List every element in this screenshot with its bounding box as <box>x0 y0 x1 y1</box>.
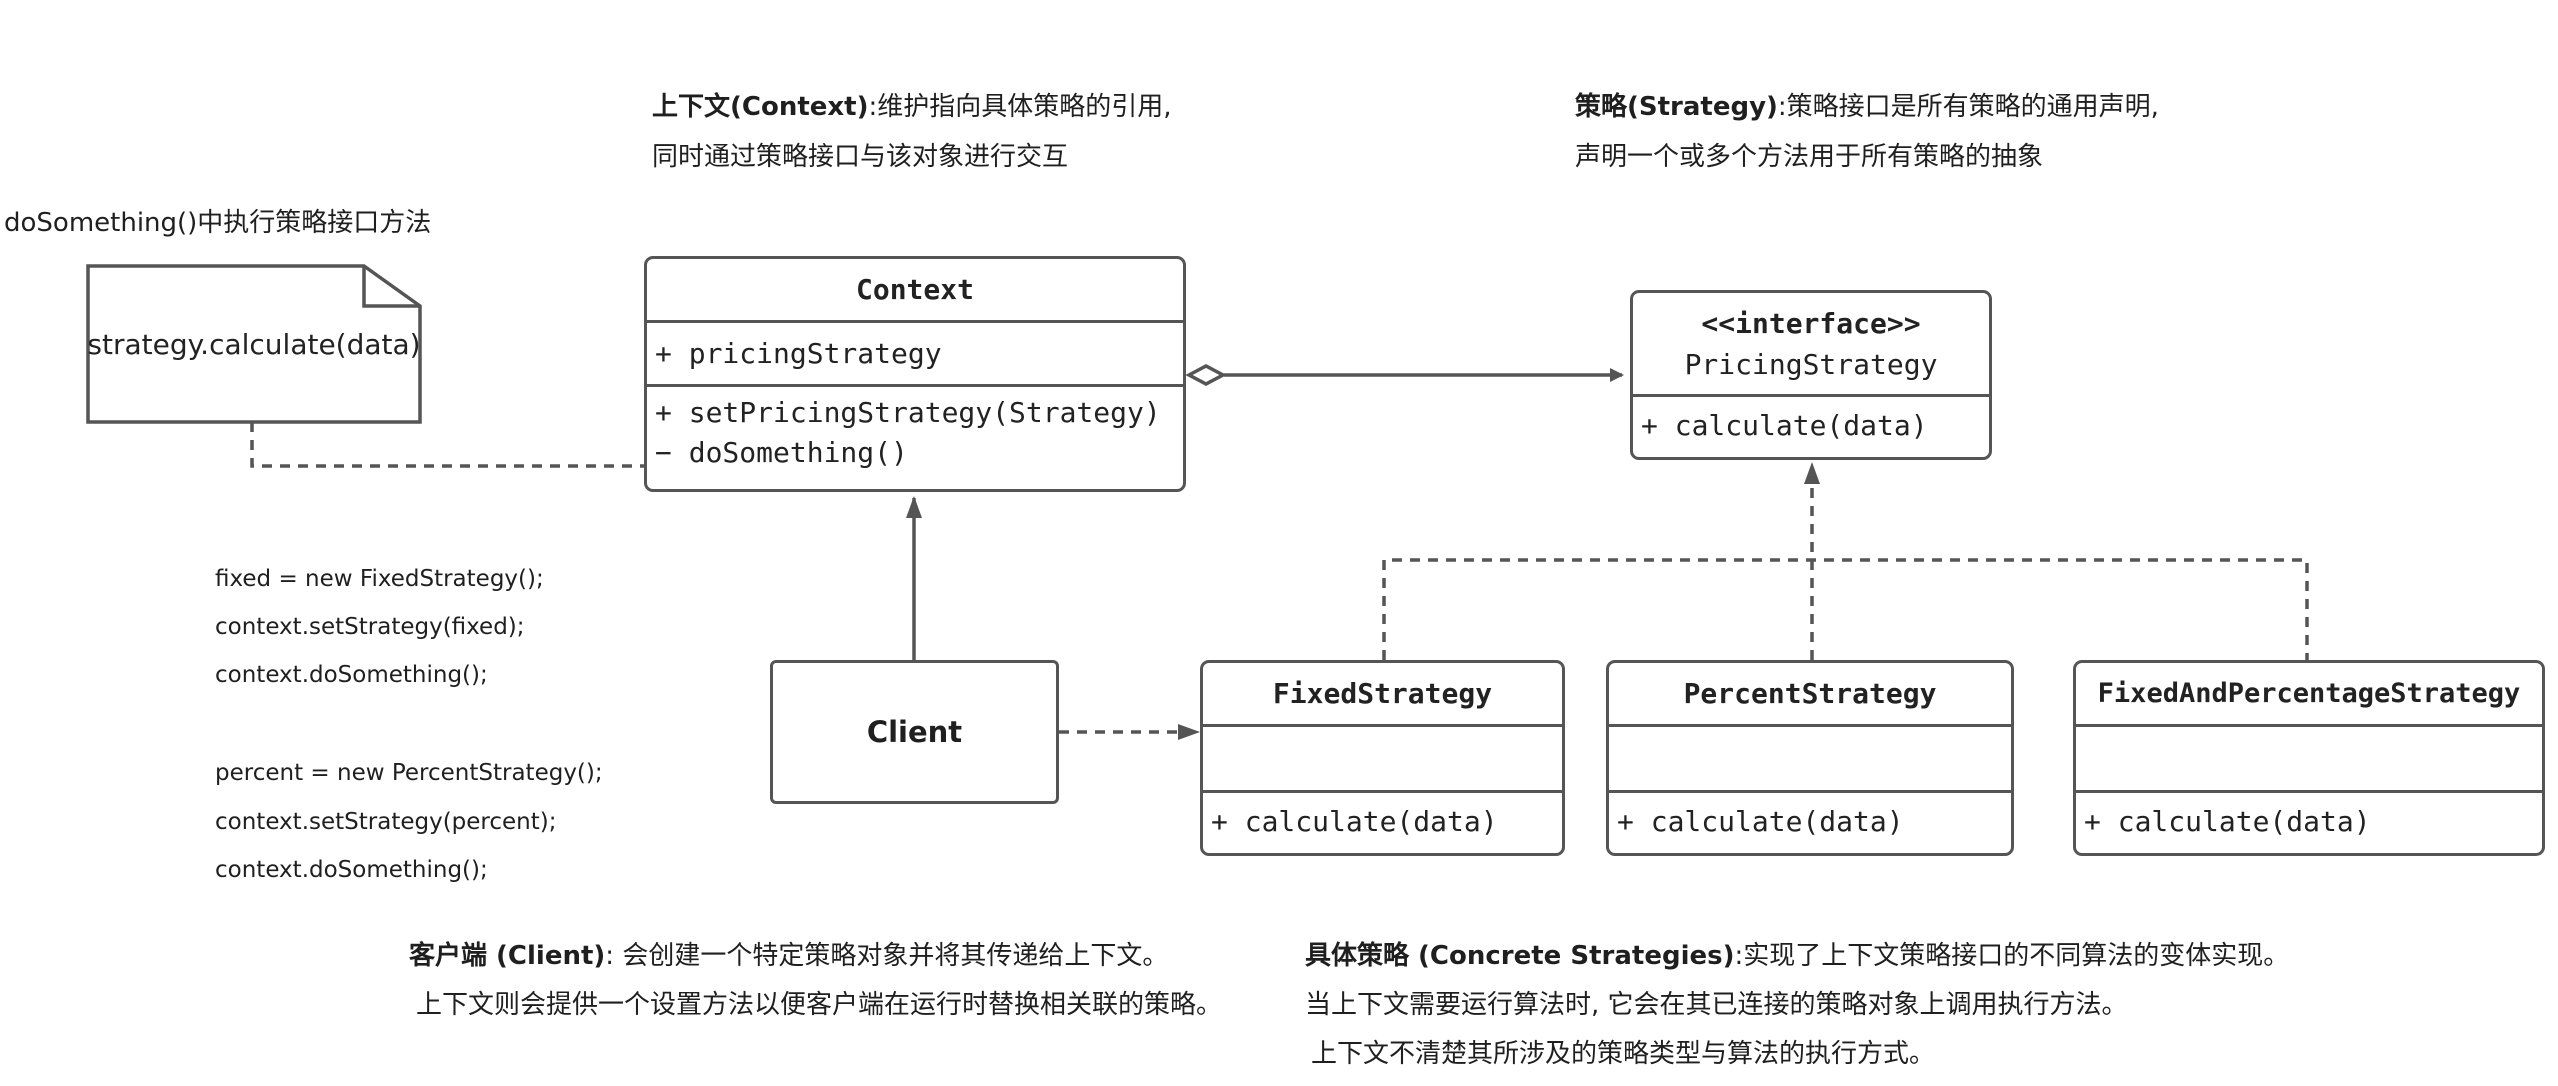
fixed-strategy-methods: + calculate(data) <box>1203 793 1562 851</box>
percent-strategy-method: + calculate(data) <box>1617 805 1904 838</box>
code-line: context.doSomething(); <box>215 662 488 688</box>
concrete-annotation-title: 具体策略 (Concrete Strategies) <box>1305 941 1735 971</box>
context-annotation: 上下文(Context):维护指向具体策略的引用, <box>652 94 1172 120</box>
fixed-strategy-attributes <box>1203 727 1562 793</box>
realization-arrowhead <box>1804 462 1820 484</box>
context-method: + setPricingStrategy(Strategy) <box>655 396 1161 429</box>
context-attributes: + pricingStrategy <box>647 323 1183 387</box>
realization-tree <box>1382 484 2309 660</box>
fixed-and-percentage-strategy-method: + calculate(data) <box>2084 805 2371 838</box>
concrete-annotation-line2: 当上下文需要运行算法时, 它会在其已连接的策略对象上调用执行方法。 <box>1305 990 2128 1020</box>
context-annotation-title: 上下文(Context) <box>652 92 869 122</box>
code-line: context.setStrategy(percent); <box>215 809 557 835</box>
client-annotation: 客户端 (Client): 会创建一个特定策略对象并将其传递给上下文。 <box>409 943 1168 969</box>
fixed-strategy-method: + calculate(data) <box>1211 805 1498 838</box>
pricing-strategy-method: + calculate(data) <box>1641 409 1928 442</box>
pricing-strategy-interface[interactable]: <<interface>> PricingStrategy + calculat… <box>1630 290 1992 460</box>
code-line: context.doSomething(); <box>215 857 488 883</box>
context-class[interactable]: Context + pricingStrategy + setPricingSt… <box>644 256 1186 492</box>
client-class[interactable]: Client <box>770 660 1059 804</box>
aggregation-diamond <box>1185 364 1227 386</box>
concrete-annotation-line3: 上下文不清楚其所涉及的策略类型与算法的执行方式。 <box>1311 1039 1936 1069</box>
sticky-note: strategy.calculate(data) <box>86 264 422 424</box>
strategy-annotation-desc: :策略接口是所有策略的通用声明, <box>1777 92 2159 122</box>
concrete-annotation: 具体策略 (Concrete Strategies):实现了上下文策略接口的不同… <box>1305 943 2289 969</box>
pricing-strategy-name: PricingStrategy <box>1684 347 1938 381</box>
percent-strategy-header: PercentStrategy <box>1609 663 2011 727</box>
code-line: context.setStrategy(fixed); <box>215 614 525 640</box>
strategy-annotation-title: 策略(Strategy) <box>1575 92 1778 122</box>
code-line: fixed = new FixedStrategy(); <box>215 566 544 592</box>
percent-strategy-name: PercentStrategy <box>1683 677 1937 710</box>
context-class-name: Context <box>855 273 974 306</box>
client-annotation-desc: : 会创建一个特定策略对象并将其传递给上下文。 <box>605 941 1169 971</box>
strategy-annotation: 策略(Strategy):策略接口是所有策略的通用声明, <box>1575 94 2159 120</box>
note-connector <box>250 422 645 468</box>
fixed-and-percentage-strategy-methods: + calculate(data) <box>2076 793 2542 851</box>
context-method: − doSomething() <box>655 436 908 469</box>
interface-stereotype: <<interface>> <box>1701 306 1921 340</box>
fixed-and-percentage-strategy-attributes <box>2076 727 2542 793</box>
fixed-strategy-class[interactable]: FixedStrategy + calculate(data) <box>1200 660 1565 856</box>
fixed-strategy-name: FixedStrategy <box>1272 677 1493 710</box>
client-annotation-line2: 上下文则会提供一个设置方法以便客户端在运行时替换相关联的策略。 <box>416 990 1223 1020</box>
percent-strategy-class[interactable]: PercentStrategy + calculate(data) <box>1606 660 2014 856</box>
fixed-and-percentage-strategy-header: FixedAndPercentageStrategy <box>2076 663 2542 727</box>
context-attribute: + pricingStrategy <box>655 336 942 370</box>
context-methods: + setPricingStrategy(Strategy) − doSomet… <box>647 387 1183 487</box>
context-annotation-line2: 同时通过策略接口与该对象进行交互 <box>652 142 1069 172</box>
percent-strategy-methods: + calculate(data) <box>1609 793 2011 851</box>
code-line: percent = new PercentStrategy(); <box>215 760 603 786</box>
fixed-strategy-header: FixedStrategy <box>1203 663 1562 727</box>
percent-strategy-attributes <box>1609 727 2011 793</box>
client-annotation-title: 客户端 (Client) <box>409 941 606 971</box>
context-class-header: Context <box>647 259 1183 323</box>
do-something-annotation: doSomething()中执行策略接口方法 <box>4 208 432 238</box>
fixed-and-percentage-strategy-name: FixedAndPercentageStrategy <box>2097 678 2521 709</box>
sticky-note-shape <box>86 264 422 424</box>
client-dependency-arrowhead <box>1178 724 1200 740</box>
client-context-arrowhead <box>906 496 922 518</box>
context-annotation-desc: :维护指向具体策略的引用, <box>868 92 1172 122</box>
sticky-note-text: strategy.calculate(data) <box>87 327 421 361</box>
client-name: Client <box>866 715 963 749</box>
fixed-and-percentage-strategy-class[interactable]: FixedAndPercentageStrategy + calculate(d… <box>2073 660 2545 856</box>
pricing-strategy-header: <<interface>> PricingStrategy <box>1633 293 1989 397</box>
concrete-annotation-desc: :实现了上下文策略接口的不同算法的变体实现。 <box>1734 941 2290 971</box>
strategy-annotation-line2: 声明一个或多个方法用于所有策略的抽象 <box>1575 142 2044 172</box>
pricing-strategy-methods: + calculate(data) <box>1633 397 1989 455</box>
